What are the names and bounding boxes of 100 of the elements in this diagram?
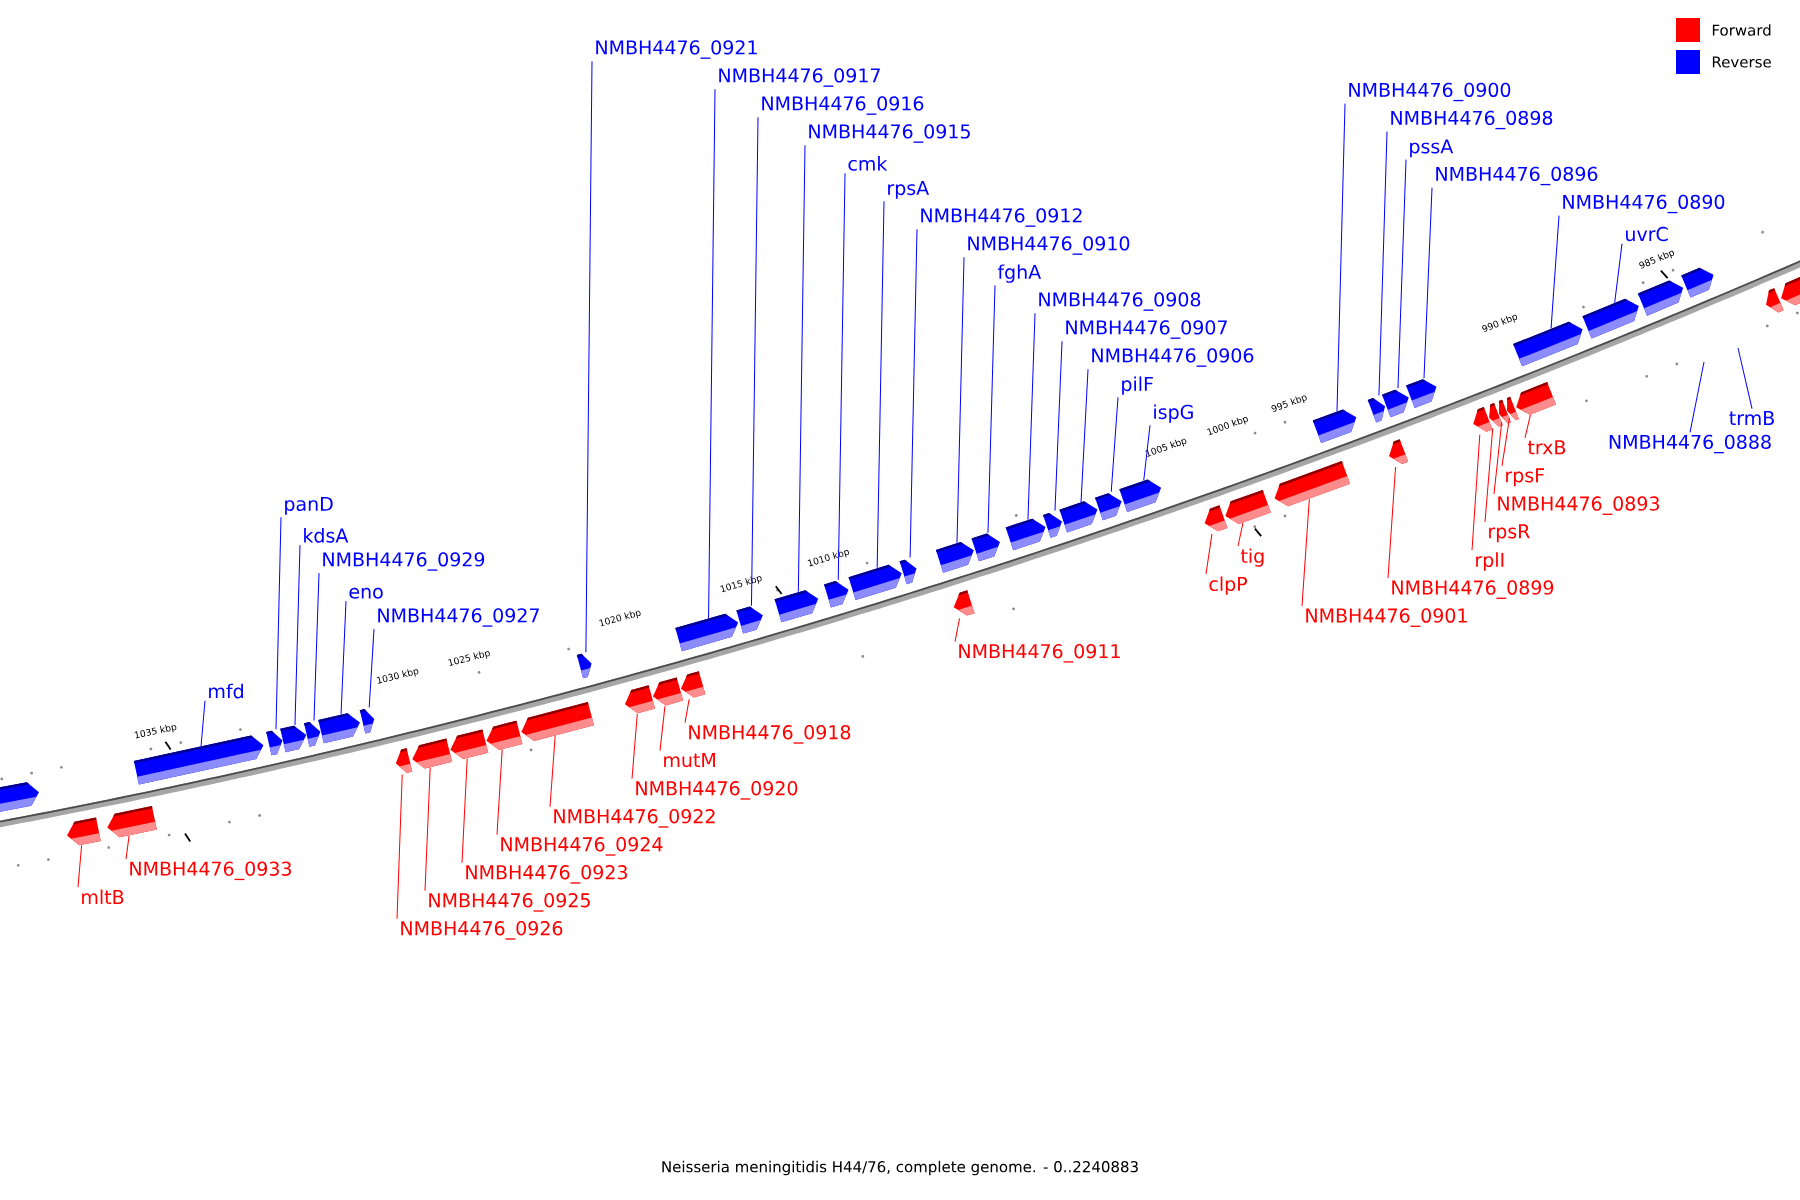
gene-block: [1582, 298, 1639, 339]
gene-block: [1204, 505, 1228, 532]
gene-block: [774, 590, 819, 623]
leader-line: [1689, 361, 1705, 433]
leader-line: [424, 767, 431, 892]
leader-line: [1336, 103, 1346, 412]
leader-line: [909, 228, 918, 559]
leader-line: [1301, 498, 1310, 607]
leader-line: [684, 698, 690, 724]
gene-label: panD: [285, 496, 333, 515]
gene-label: eno: [349, 587, 383, 599]
gene-block: [971, 533, 1000, 562]
gene-block: [67, 817, 101, 846]
gene-block: [736, 606, 763, 634]
gene-block: [1274, 461, 1351, 507]
gene-label: NMBH4476_0910: [968, 236, 1130, 255]
gene-label: NMBH4476_0916: [762, 96, 924, 115]
gene-block: [576, 653, 592, 679]
gene-label: NMBH4476_0924: [501, 837, 663, 856]
gene-block: [935, 542, 974, 573]
leader-line: [1524, 414, 1531, 439]
gene-label: NMBH4476_0893: [1498, 496, 1659, 515]
gene-block: [824, 581, 849, 608]
gene-block: [1043, 513, 1062, 538]
gene-label: mutM: [664, 753, 715, 768]
leader-line: [368, 628, 375, 709]
gene-label: rpsR: [1489, 524, 1530, 543]
leader-line: [1143, 424, 1151, 482]
gene-label: trxB: [1527, 440, 1566, 455]
gene-label: NMBH4476_0896: [1436, 166, 1598, 186]
gene-block: [1507, 396, 1519, 421]
leader-line: [954, 617, 961, 643]
leader-line: [313, 572, 320, 722]
leader-line: [876, 200, 885, 569]
leader-line: [496, 749, 503, 836]
leader-line: [1737, 347, 1753, 410]
gene-block: [953, 590, 975, 616]
gene-label: ispG: [1154, 404, 1193, 423]
gene-label: NMBH4476_0908: [1039, 292, 1201, 311]
gene-block: [133, 735, 264, 785]
leader-line: [1110, 396, 1119, 493]
gene-block: [1119, 479, 1162, 513]
leader-line: [1484, 427, 1494, 523]
leader-line: [1614, 243, 1623, 304]
leader-line: [631, 713, 638, 780]
gene-label: NMBH4476_0921: [596, 40, 757, 59]
gene-label: NMBH4476_0920: [636, 781, 798, 800]
gene-label: kdsA: [304, 528, 349, 543]
leader-line: [275, 516, 282, 730]
gene-label: pssA: [1410, 139, 1454, 158]
gene-block: [486, 720, 523, 750]
gene-label: mfd: [209, 683, 243, 699]
gene-label: trmB: [1729, 411, 1774, 425]
leader-line: [461, 757, 468, 864]
gene-block: [450, 729, 489, 760]
gene-label: rplI: [1476, 552, 1504, 571]
gene-label: NMBH4476_0890: [1563, 194, 1725, 214]
gene-label: NMBH4476_0923: [466, 865, 627, 884]
gene-label: mltB: [82, 889, 124, 904]
leader-line: [1550, 215, 1560, 329]
gene-label: pilF: [1122, 376, 1153, 395]
gene-label: NMBH4476_0899: [1392, 580, 1554, 599]
gene-label: rpsA: [888, 181, 930, 199]
gene-label: NMBH4476_0900: [1349, 82, 1511, 102]
gene-label: NMBH4476_0933: [130, 861, 291, 881]
leader-line: [125, 835, 130, 860]
gene-block: [1095, 493, 1122, 521]
gene-block: [280, 725, 307, 753]
leader-line: [1397, 159, 1407, 389]
leader-line: [659, 705, 666, 752]
gene-label: NMBH4476_0922: [554, 809, 715, 828]
gene-label: uvrC: [1626, 226, 1668, 242]
leader-line: [1237, 522, 1244, 547]
gene-block: [1637, 280, 1684, 316]
gene-block: [107, 806, 157, 838]
leader-line: [1471, 434, 1481, 551]
gene-label: NMBH4476_0906: [1092, 348, 1254, 367]
gene-block: [1406, 379, 1437, 408]
gene-block: [624, 685, 656, 714]
gene-block: [395, 748, 413, 773]
gene-label: NMBH4476_0898: [1391, 110, 1553, 130]
leader-line: [1378, 131, 1388, 396]
leader-line: [585, 60, 593, 653]
leader-line: [1501, 417, 1510, 467]
gene-label: NMBH4476_0929: [323, 552, 485, 571]
gene-block: [0, 782, 39, 816]
leader-line: [549, 735, 556, 808]
gene-block: [1473, 407, 1493, 432]
gene-block: [304, 722, 321, 747]
gene-label: NMBH4476_0888: [1609, 434, 1771, 454]
gene-block: [359, 709, 375, 734]
gene-label: tig: [1240, 548, 1264, 567]
leader-line: [340, 600, 347, 715]
leader-line: [1054, 340, 1063, 512]
leader-line: [200, 700, 206, 747]
leader-line: [797, 144, 806, 593]
gene-label: rpsF: [1506, 468, 1544, 487]
gene-label: NMBH4476_0917: [719, 68, 880, 87]
gene-label: NMBH4476_0907: [1066, 320, 1227, 339]
leader-line: [1027, 312, 1036, 521]
